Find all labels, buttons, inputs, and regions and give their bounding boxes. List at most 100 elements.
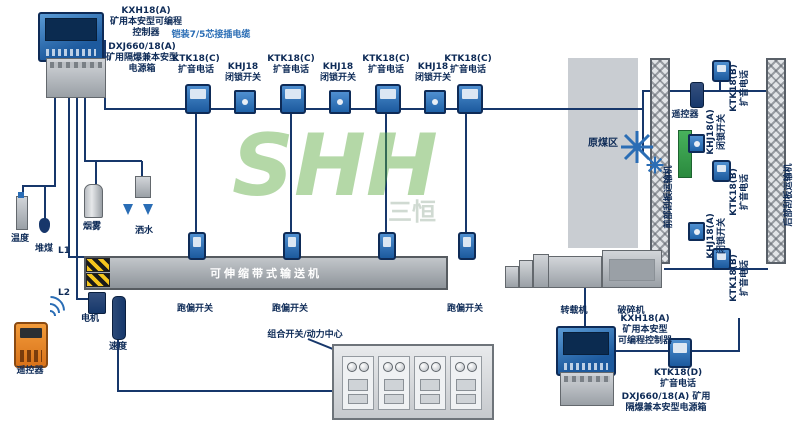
loudspeaker-phone-device xyxy=(375,84,401,114)
transfer-step xyxy=(505,266,519,288)
cabinet-dial xyxy=(467,362,477,372)
switch-button xyxy=(693,140,700,147)
device-label: KTK18(B) 扩音电话 xyxy=(729,254,750,302)
belt-conveyor-label: 可伸缩带式输送机 xyxy=(210,267,322,280)
drop-line xyxy=(385,110,387,256)
cabinet-window xyxy=(420,394,440,404)
phone-face xyxy=(673,343,687,354)
hazard-stripe-block xyxy=(86,273,110,287)
sensor-line xyxy=(84,96,86,162)
power-box-label: DXJ660/18(A) 矿用 隔爆兼本安型电源箱 xyxy=(621,392,711,413)
rear-scraper-label: 后部刮板运输机 xyxy=(784,163,794,227)
power-line xyxy=(117,390,332,392)
power-line xyxy=(117,338,119,392)
speed-label: 速度 xyxy=(108,342,127,352)
loudspeaker-phone-device xyxy=(185,84,211,114)
cabinet-dial xyxy=(395,362,405,372)
crusher-burst-icon xyxy=(646,156,664,178)
switch-button xyxy=(432,99,438,105)
cabinet-dial xyxy=(347,362,357,372)
lock-switch-device xyxy=(688,222,705,241)
motor-label: 电机 xyxy=(80,314,99,324)
plc-controller xyxy=(38,12,104,62)
device-label: KTK18(C) 扩音电话 xyxy=(444,54,492,75)
cabinet-window xyxy=(384,379,404,391)
cabinet-window xyxy=(456,394,476,404)
phone-face xyxy=(717,253,726,261)
power-box-label: DXJ660/18(A) 矿用隔爆兼本安型 电源箱 xyxy=(105,42,178,74)
deviation-switch-label: 跑偏开关 xyxy=(176,304,213,314)
spray-nozzle-icon xyxy=(143,204,153,215)
deviation-switch-label: 跑偏开关 xyxy=(271,304,308,314)
transfer-machine xyxy=(548,256,602,288)
device-label: KHJ18 闭锁开关 xyxy=(224,62,261,83)
cabinet-panel xyxy=(378,356,410,410)
remote-label: 遥控器 xyxy=(671,110,699,120)
loudspeaker-phone-device xyxy=(712,160,731,182)
temperature-label: 温度 xyxy=(10,234,29,244)
device-label: KTK18(B) 扩音电话 xyxy=(729,64,750,112)
controller-line xyxy=(688,350,738,352)
crusher-label: 破碎机 xyxy=(617,306,645,316)
power-supply-box xyxy=(46,58,106,98)
cabinet-dial xyxy=(431,362,441,372)
phone-face xyxy=(190,89,206,100)
switch-button xyxy=(693,228,700,235)
device-label: KHJ18 闭锁开关 xyxy=(414,62,451,83)
device-label: KTK18(C) 扩音电话 xyxy=(267,54,315,75)
belt-deviation-switch-device xyxy=(188,232,206,260)
remote-control-device xyxy=(14,322,48,368)
controller-line xyxy=(584,288,586,328)
lock-switch-device xyxy=(234,90,256,114)
cabinet-window xyxy=(348,394,368,404)
loudspeaker-phone-device xyxy=(668,338,692,368)
combo-switch-label: 组合开关/动力中心 xyxy=(267,330,343,340)
belt-deviation-switch-device xyxy=(458,232,476,260)
drop-line xyxy=(465,110,467,256)
device-label: KHJ18 闭锁开关 xyxy=(319,62,356,83)
transfer-label: 转载机 xyxy=(560,306,588,316)
drop-line xyxy=(290,110,292,256)
drop-line xyxy=(195,110,197,256)
cabinet-window xyxy=(384,394,404,404)
l2-line xyxy=(76,96,78,299)
water-spray-label: 洒水 xyxy=(134,226,153,236)
cabinet-dial xyxy=(419,362,429,372)
sensor-line xyxy=(54,96,56,186)
front-scraper-label: 前部刮板运输机 xyxy=(664,165,674,229)
controller-label: KXH18(A) 矿用本安型 可编程控制器 xyxy=(617,314,672,346)
cabinet-panel xyxy=(342,356,374,410)
loudspeaker-phone-device xyxy=(712,60,731,82)
watermark-logo: SHH xyxy=(232,116,438,216)
right-bus-line xyxy=(642,90,644,152)
remote-keys xyxy=(20,350,42,362)
raw-coal-label: 原煤区 xyxy=(588,138,618,149)
watermark-company: 三恒 xyxy=(388,198,436,226)
loudspeaker-phone-device xyxy=(457,84,483,114)
sensor-line xyxy=(84,160,142,162)
switch-button xyxy=(242,99,248,105)
phone-face xyxy=(285,89,301,100)
terminal-strip xyxy=(50,62,102,68)
transfer-step xyxy=(533,254,549,288)
hazard-stripe-block xyxy=(86,258,110,272)
temperature-sensor-tip xyxy=(18,192,24,198)
device-label: KTK18(B) 扩音电话 xyxy=(729,168,750,216)
cabinet-panel xyxy=(414,356,446,410)
sensor-line xyxy=(95,161,97,184)
lock-switch-device xyxy=(424,90,446,114)
controller-screen xyxy=(45,18,97,41)
switch-button xyxy=(337,99,343,105)
cabinet-dial xyxy=(383,362,393,372)
phone-face xyxy=(193,237,201,247)
sensor-line xyxy=(141,161,143,176)
phone-face xyxy=(717,65,726,73)
controller-line xyxy=(612,350,668,352)
cabinet-dial xyxy=(455,362,465,372)
main-bus-line xyxy=(104,108,644,110)
phone-face xyxy=(288,237,296,247)
loudspeaker-phone-device xyxy=(712,248,731,270)
cable-label: 铠装7/5芯接插电缆 xyxy=(171,30,251,40)
transfer-step xyxy=(519,260,533,288)
